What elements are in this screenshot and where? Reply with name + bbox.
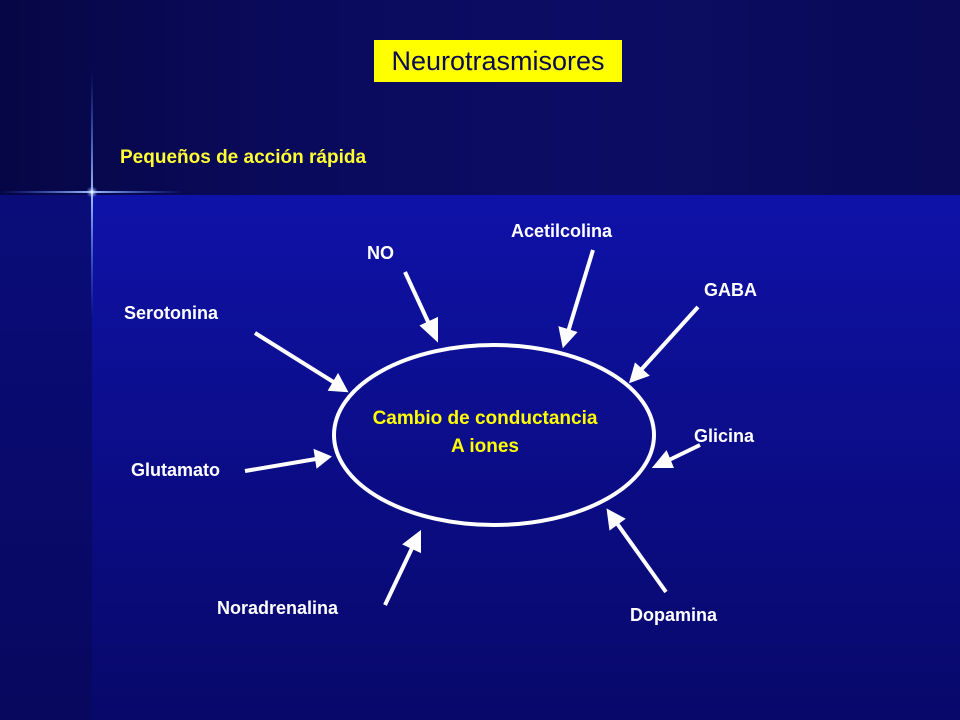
label-glutamato: Glutamato [131, 460, 221, 480]
arrow-no [403, 271, 438, 343]
background-top [0, 0, 960, 195]
label-noradrenalina: Noradrenalina [217, 598, 339, 618]
arrow-dopamina [606, 508, 668, 594]
arrow-gaba [629, 305, 700, 384]
center-label: Cambio de conductancia A iones [340, 405, 630, 461]
ion-conductance-ellipse [332, 343, 656, 527]
label-acetilcolina: Acetilcolina [511, 221, 613, 241]
arrow-acetilcolina [558, 249, 595, 349]
subtitle: Pequeños de acción rápida [120, 147, 367, 168]
label-glicina: Glicina [694, 426, 755, 446]
background-bottom [0, 195, 960, 720]
label-no: NO [367, 243, 394, 263]
arrow-serotonina [253, 331, 349, 393]
label-gaba: GABA [704, 280, 757, 300]
label-serotonina: Serotonina [124, 303, 219, 323]
arrow-noradrenalina [383, 529, 421, 606]
star-flare-icon [0, 70, 185, 320]
arrow-glutamato [244, 448, 332, 473]
background-left-band [0, 195, 92, 720]
label-dopamina: Dopamina [630, 605, 718, 625]
center-label-line1: Cambio de conductancia [372, 408, 598, 429]
arrow-glicina [651, 443, 701, 468]
center-label-line2: A iones [451, 436, 519, 457]
page-title: Neurotrasmisores [374, 40, 622, 82]
